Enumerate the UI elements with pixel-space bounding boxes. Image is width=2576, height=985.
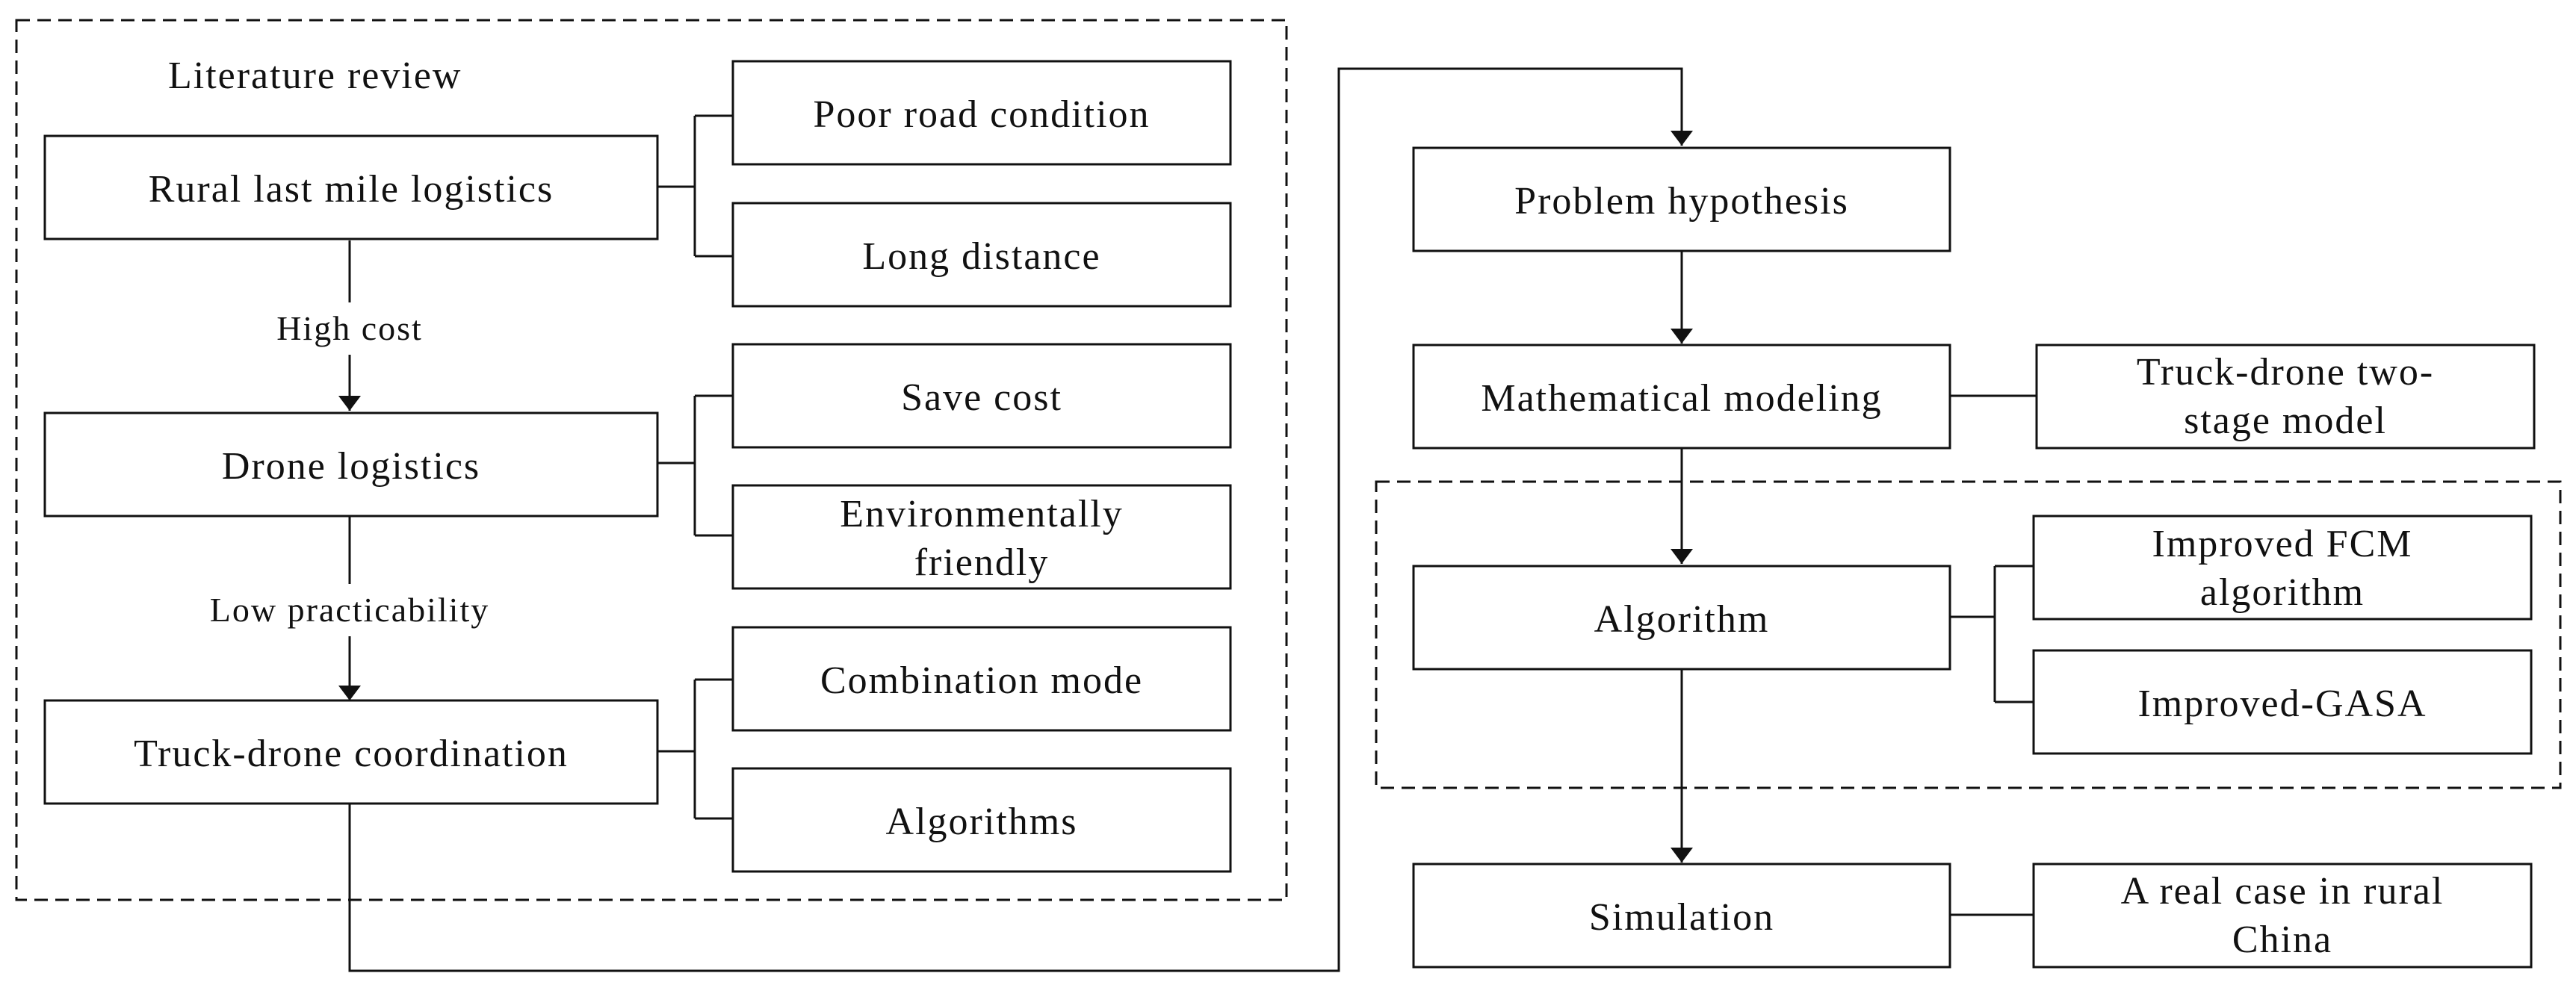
svg-text:Problem hypothesis: Problem hypothesis [1514,180,1849,223]
box-environmentally-friendly: Environmentally friendly [731,484,1232,590]
box-mathematical-modeling: Mathematical modeling [1412,344,1951,450]
box-long-distance: Long distance [731,202,1232,308]
svg-text:Save cost: Save cost [901,376,1062,419]
bracket-truck-drone [657,678,733,820]
svg-text:Algorithms: Algorithms [886,801,1078,843]
connector-to-problem [348,67,1693,972]
svg-text:Combination mode: Combination mode [820,659,1143,702]
svg-text:friendly: friendly [914,541,1050,584]
box-simulation: Simulation [1412,863,1951,969]
bracket-algorithm [1950,565,2034,703]
box-improved-fcm: Improved FCM algorithm [2032,515,2533,621]
svg-text:algorithm: algorithm [2200,571,2365,614]
box-improved-gasa: Improved-GASA [2032,649,2533,755]
svg-text:Algorithm: Algorithm [1594,598,1770,641]
svg-text:Simulation: Simulation [1589,896,1774,939]
svg-text:A real case in rural: A real case in rural [2121,870,2445,913]
box-truck-drone-two-stage-model: Truck-drone two- stage model [2035,344,2536,450]
edge-label-high-cost: High cost [276,309,423,347]
box-problem-hypothesis: Problem hypothesis [1412,146,1951,252]
svg-text:Environmentally: Environmentally [840,493,1123,535]
box-truck-drone-coordination: Truck-drone coordination [43,699,659,805]
svg-text:Rural last mile logistics: Rural last mile logistics [149,168,554,211]
svg-text:China: China [2232,919,2332,961]
svg-text:Improved FCM: Improved FCM [2152,523,2413,565]
bracket-drone [657,394,733,537]
svg-text:Truck-drone coordination: Truck-drone coordination [134,733,569,775]
svg-text:Poor road condition: Poor road condition [813,93,1150,136]
svg-text:Improved-GASA: Improved-GASA [2137,683,2427,725]
box-poor-road-condition: Poor road condition [731,60,1232,166]
box-algorithm: Algorithm [1412,565,1951,671]
literature-review-group [15,19,1288,901]
svg-text:Truck-drone two-: Truck-drone two- [2137,351,2434,394]
box-algorithms: Algorithms [731,767,1232,873]
algorithm-group [1375,480,2562,789]
svg-text:Drone logistics: Drone logistics [222,445,480,488]
box-combination-mode: Combination mode [731,626,1232,732]
bracket-rural [657,114,733,258]
svg-text:Mathematical modeling: Mathematical modeling [1481,377,1882,420]
svg-text:stage model: stage model [2184,400,2387,442]
box-save-cost: Save cost [731,343,1232,449]
edge-label-low-practicability: Low practicability [210,591,490,629]
svg-text:Long distance: Long distance [862,235,1100,278]
box-real-case-rural-china: A real case in rural China [2032,863,2533,969]
box-rural-last-mile: Rural last mile logistics [43,134,659,240]
section-label-literature-review: Literature review [168,55,462,97]
box-drone-logistics: Drone logistics [43,411,659,518]
